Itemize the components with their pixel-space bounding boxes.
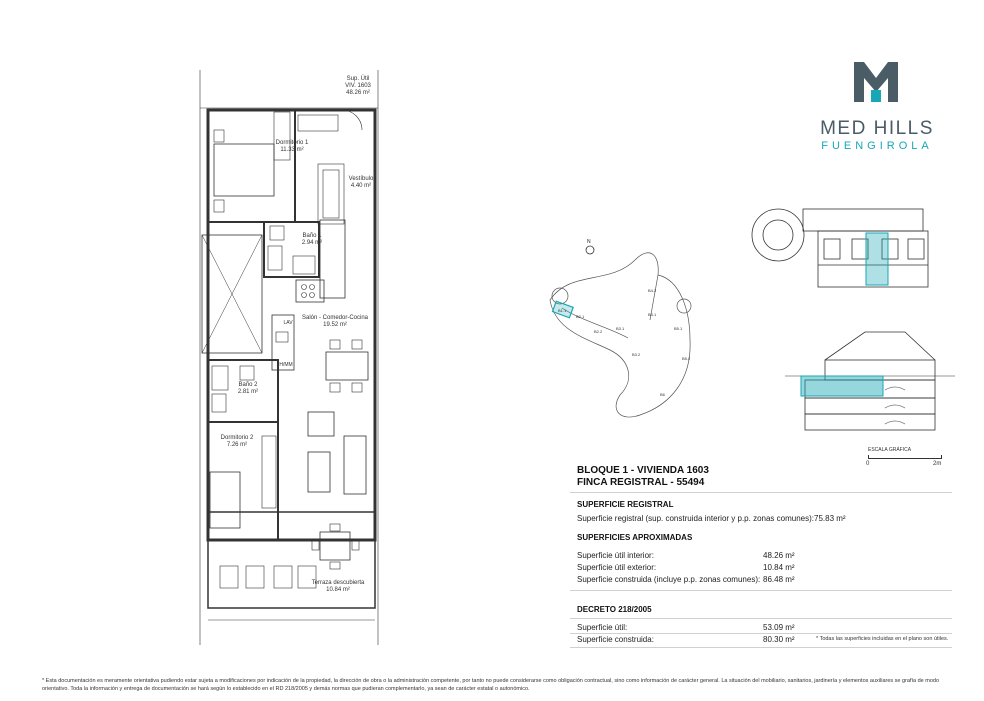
- section-view: ESCALA GRÁFICA: [785, 331, 955, 431]
- compass-label: N: [587, 239, 591, 245]
- site-block-label: B2.2: [594, 329, 603, 334]
- site-block-label: B5.1: [674, 326, 683, 331]
- decreto-heading: DECRETO 218/2005: [577, 605, 652, 614]
- registral-label: Superficie registral (sup. construida in…: [577, 514, 814, 523]
- aprox-row-value: 86.48 m²: [763, 575, 795, 584]
- room-label-salon: Salón - Comedor-Cocina 19.52 m²: [301, 315, 369, 328]
- decreto-row-value: 53.09 m²: [763, 623, 795, 632]
- scale-start-label: 0: [866, 461, 870, 467]
- scale-title-label: ESCALA GRÁFICA: [868, 447, 912, 453]
- room-label-bano-2: Baño 2 2.81 m²: [237, 382, 259, 395]
- aprox-row-label: Superficie útil interior:: [577, 551, 654, 560]
- room-label-terraza: Terraza descubierta 10.84 m²: [311, 580, 365, 593]
- surfaces-note: * Todas las superficies incluidas en el …: [816, 636, 949, 642]
- decreto-row-value: 80.30 m²: [763, 635, 795, 644]
- divider: [570, 590, 952, 591]
- room-label-dormitorio-1: Dormitorio 1 11.33 m²: [275, 140, 309, 153]
- floor-plan: [199, 70, 379, 645]
- scale-bar: [868, 455, 942, 459]
- aprox-row-value: 10.84 m²: [763, 563, 795, 572]
- decreto-row-label: Superficie útil:: [577, 623, 628, 632]
- site-block-label: B5.2: [682, 356, 691, 361]
- title-line-1: BLOQUE 1 - VIVIENDA 1603: [577, 465, 709, 476]
- site-block-label: B4.1: [648, 312, 657, 317]
- site-block-label: B3.2: [632, 352, 641, 357]
- appliance-lav-label: LAV: [283, 320, 293, 326]
- divider: [570, 492, 952, 493]
- divider: [570, 633, 952, 634]
- registral-value: 75.83 m²: [814, 514, 846, 523]
- brand-logo-icon: [854, 62, 898, 102]
- title-line-2: FINCA REGISTRAL - 55494: [577, 477, 705, 488]
- room-label-vestibulo: Vestíbulo 4.40 m²: [348, 176, 374, 189]
- site-block-label: B1.1: [558, 308, 567, 313]
- sup-util-label: Sup. Útil VIV. 1603 48.26 m²: [345, 76, 371, 96]
- aprox-row-label: Superficie útil exterior:: [577, 563, 657, 572]
- scale-end-label: 2m: [933, 461, 942, 467]
- legal-disclaimer: * Esta documentación es meramente orient…: [42, 678, 940, 692]
- brand-city: FUENGIROLA: [821, 140, 933, 152]
- site-block-label: B6: [660, 392, 666, 397]
- appliance-hmm-label: H/MM: [279, 362, 293, 368]
- key-plan: [751, 208, 929, 288]
- divider: [570, 618, 952, 619]
- key-plan-highlight: [865, 232, 889, 286]
- aprox-heading: SUPERFICIES APROXIMADAS: [577, 533, 693, 542]
- decreto-row-label: Superficie construida:: [577, 635, 654, 644]
- room-label-bano-1: Baño 1 2.94 m²: [301, 233, 323, 246]
- site-block-label: B2.1: [576, 314, 585, 319]
- aprox-row-label: Superficie construida (incluye p.p. zona…: [577, 575, 761, 584]
- room-label-dormitorio-2: Dormitorio 2 7.26 m²: [220, 435, 254, 448]
- site-block-label: B3.1: [616, 326, 625, 331]
- highlight-block-b1: [551, 300, 574, 319]
- section-highlight: [800, 375, 884, 397]
- brand-name: MED HILLS: [820, 118, 934, 139]
- site-plan: N B1.1 B2.1 B2.2 B3.1 B3.2 B4.1 B4.2 B5.…: [549, 239, 692, 418]
- divider: [570, 647, 952, 648]
- aprox-row-value: 48.26 m²: [763, 551, 795, 560]
- registral-heading: SUPERFICIE REGISTRAL: [577, 500, 674, 509]
- site-block-label: B4.2: [648, 288, 657, 293]
